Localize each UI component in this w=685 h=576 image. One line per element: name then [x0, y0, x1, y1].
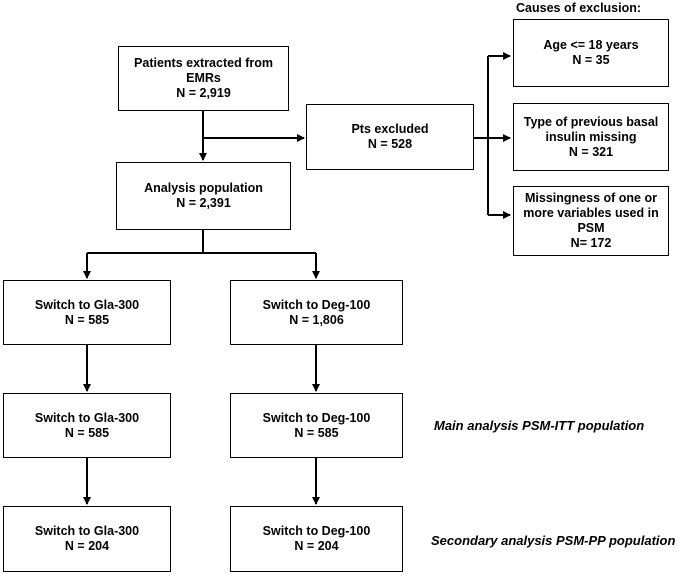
box-line: N = 585 [64, 425, 110, 440]
box-line: EMRs [186, 71, 221, 85]
box-pts-excluded: Pts excluded N = 528 [306, 104, 474, 170]
box-line: Missingness of one or [525, 191, 657, 205]
box-line: Switch to Gla-300 [34, 524, 140, 538]
box-cause-age: Age <= 18 years N = 35 [513, 19, 669, 87]
box-deg-row1: Switch to Deg-100 N = 1,806 [230, 280, 403, 345]
box-line: Switch to Deg-100 [262, 524, 371, 538]
box-patients-extracted: Patients extracted from EMRs N = 2,919 [118, 46, 289, 111]
box-line: Pts excluded [351, 122, 429, 136]
box-deg-row3: Switch to Deg-100 N = 204 [230, 506, 403, 572]
box-analysis-population: Analysis population N = 2,391 [116, 162, 291, 230]
box-gla-row3: Switch to Gla-300 N = 204 [3, 506, 171, 572]
causes-header: Causes of exclusion: [516, 1, 642, 15]
box-line: N = 585 [294, 425, 339, 440]
box-cause-missingness: Missingness of one or more variables use… [513, 186, 669, 256]
box-line: more variables used in [523, 206, 659, 220]
box-line: Patients extracted from [134, 56, 273, 70]
box-gla-row1: Switch to Gla-300 N = 585 [3, 280, 171, 345]
box-line: Switch to Deg-100 [262, 410, 371, 425]
box-line: Analysis population [144, 181, 263, 195]
box-line: N= 172 [570, 236, 612, 250]
box-line: insulin missing [545, 129, 637, 144]
box-line: Age <= 18 years [543, 38, 639, 52]
box-line: Switch to Gla-300 [34, 297, 140, 312]
box-line: N = 204 [294, 539, 339, 553]
box-line: Type of previous basal [523, 114, 659, 129]
box-cause-insulin-missing: Type of previous basal insulin missing N… [513, 103, 669, 171]
box-deg-row2: Switch to Deg-100 N = 585 [230, 393, 403, 458]
note-secondary-analysis: Secondary analysis PSM-PP population [431, 533, 676, 548]
box-gla-row2: Switch to Gla-300 N = 585 [3, 393, 171, 458]
box-line: Switch to Deg-100 [262, 297, 371, 312]
box-line: N = 1,806 [289, 312, 344, 327]
box-line: N = 585 [64, 312, 110, 327]
box-line: N = 2,391 [176, 196, 231, 210]
box-line: N = 2,919 [176, 86, 231, 100]
box-line: N = 321 [568, 144, 614, 159]
box-line: N = 528 [367, 137, 413, 151]
note-main-analysis: Main analysis PSM-ITT population [434, 418, 645, 433]
box-line: Switch to Gla-300 [34, 410, 140, 425]
box-line: PSM [577, 221, 605, 235]
box-line: N = 35 [572, 53, 610, 67]
box-line: N = 204 [64, 539, 110, 553]
